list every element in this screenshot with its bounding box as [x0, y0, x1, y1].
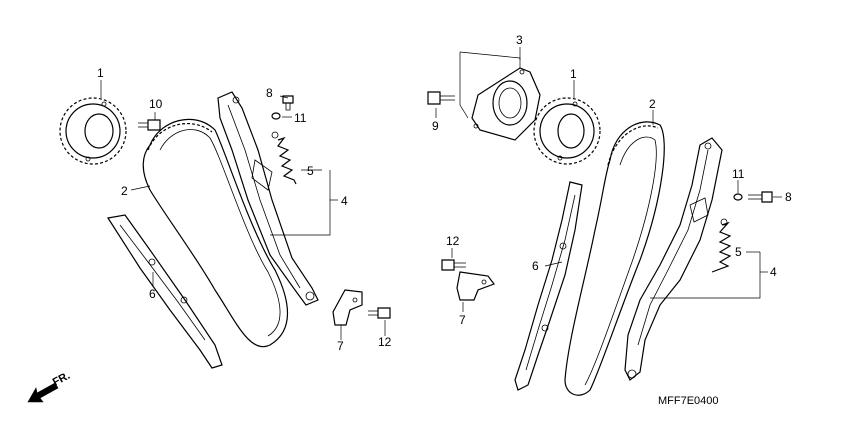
front-direction-label: FR. [51, 370, 72, 389]
left-cam-sprocket [59, 97, 127, 165]
right-callout-bracket-bolt: 9 [432, 119, 439, 133]
left-callout-spring: 5 [307, 164, 314, 178]
left-callout-bolt-top: 8 [266, 86, 273, 100]
right-callout-plate-bolt: 12 [446, 234, 460, 248]
left-tensioner-spring [271, 131, 297, 185]
right-callout-tensioner: 4 [770, 265, 777, 279]
left-callout-sprocket-bolt: 10 [149, 97, 163, 111]
left-callout-plate: 7 [337, 339, 344, 353]
left-leader-lines [100, 80, 386, 340]
right-cam-chain [564, 121, 665, 396]
front-direction-indicator: FR. [27, 370, 72, 403]
right-bracket-bolt [427, 91, 455, 105]
right-leader-lines [435, 47, 782, 312]
left-callout-guide: 6 [149, 287, 156, 301]
right-cam-sprocket [533, 97, 601, 165]
right-callout-washer: 11 [732, 167, 745, 181]
right-tensioner-arm [624, 137, 723, 381]
left-callout-tensioner: 4 [341, 194, 348, 208]
right-washer [733, 193, 743, 201]
left-callout-sprocket: 1 [97, 66, 104, 80]
right-callout-sprocket: 1 [570, 67, 577, 81]
right-side-bolt [748, 191, 773, 203]
left-cam-chain [142, 118, 289, 348]
right-plate-bolt [441, 259, 466, 271]
right-callout-bracket: 3 [516, 33, 523, 47]
right-callout-spring: 5 [735, 245, 742, 259]
left-callout-plate-bolt: 12 [378, 335, 392, 349]
front-arrow-icon [27, 382, 59, 403]
left-callout-washer: 11 [294, 111, 307, 125]
right-callout-guide: 6 [532, 259, 539, 273]
right-callout-side-bolt: 8 [785, 190, 792, 204]
right-plate [456, 271, 495, 301]
left-callout-chain: 2 [121, 184, 128, 198]
right-tensioner-spring [711, 218, 732, 273]
right-callout-plate: 7 [459, 313, 466, 327]
left-bolt-top [282, 95, 294, 111]
left-tensioner-arm [217, 91, 319, 306]
left-washer [271, 112, 281, 120]
right-sprocket-bracket [471, 67, 541, 141]
left-chain-guide [107, 214, 223, 369]
left-sprocket-bolt [138, 119, 161, 131]
left-plate-bolt [368, 307, 391, 319]
left-plate [332, 289, 363, 326]
diagram-reference-code: MFF7E0400 [658, 395, 719, 407]
right-callout-chain: 2 [649, 97, 656, 111]
right-chain-guide [514, 181, 583, 391]
